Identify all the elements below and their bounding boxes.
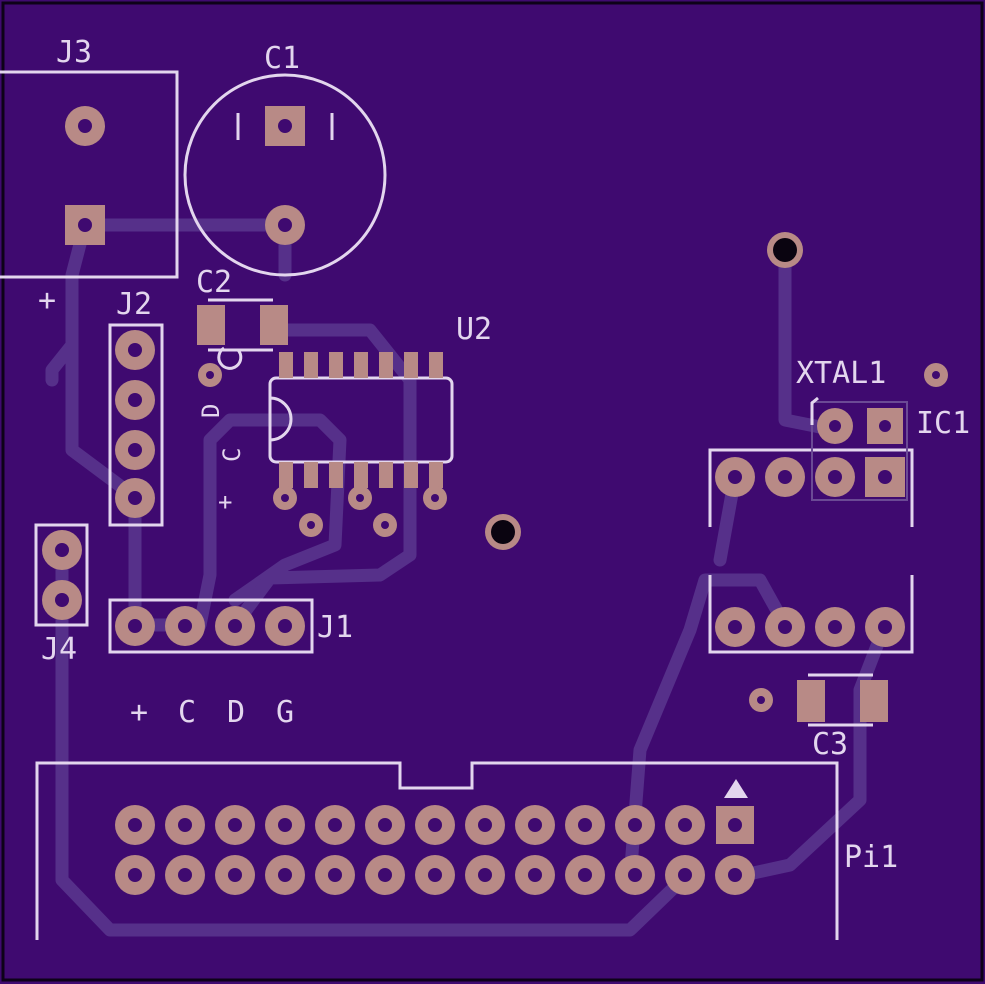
label-c2: C2	[196, 265, 232, 300]
xtal1-outline	[811, 401, 908, 501]
label-pi1: Pi1	[844, 840, 898, 875]
label-j1: J1	[317, 610, 353, 645]
c1-outline	[183, 73, 387, 277]
label-j1-pin-g: G	[276, 695, 294, 730]
silkscreen	[0, 70, 914, 940]
j4-outline	[34, 523, 89, 627]
j2-outline	[108, 323, 164, 527]
vertical-g-glyph	[217, 346, 243, 370]
label-j1-pin-c: C	[178, 695, 196, 730]
label-j4: J4	[41, 632, 77, 667]
label-j2: J2	[116, 287, 152, 322]
label-j1-pin-d: D	[227, 695, 245, 730]
label-c1: C1	[264, 41, 300, 76]
drill-holes	[55, 119, 940, 882]
label-j3: J3	[56, 35, 92, 70]
j3-outline	[0, 70, 179, 279]
traces	[45, 218, 892, 937]
label-vert-c: C	[218, 448, 246, 462]
labels: J3 C1 C2 J2 U2 XTAL1 IC1 J4 J1 C3 Pi1 + …	[38, 35, 970, 875]
label-xtal1: XTAL1	[796, 356, 886, 391]
pi1-outline	[35, 761, 839, 940]
label-vert-d: D	[197, 404, 225, 418]
label-plus-vert: +	[218, 488, 232, 516]
label-u2: U2	[456, 312, 492, 347]
label-plus-j3: +	[38, 283, 56, 318]
label-ic1: IC1	[916, 406, 970, 441]
j1-outline	[108, 598, 314, 654]
label-c3: C3	[812, 727, 848, 762]
pin1-marker	[724, 779, 748, 798]
label-j1-pin-plus: +	[130, 695, 148, 730]
